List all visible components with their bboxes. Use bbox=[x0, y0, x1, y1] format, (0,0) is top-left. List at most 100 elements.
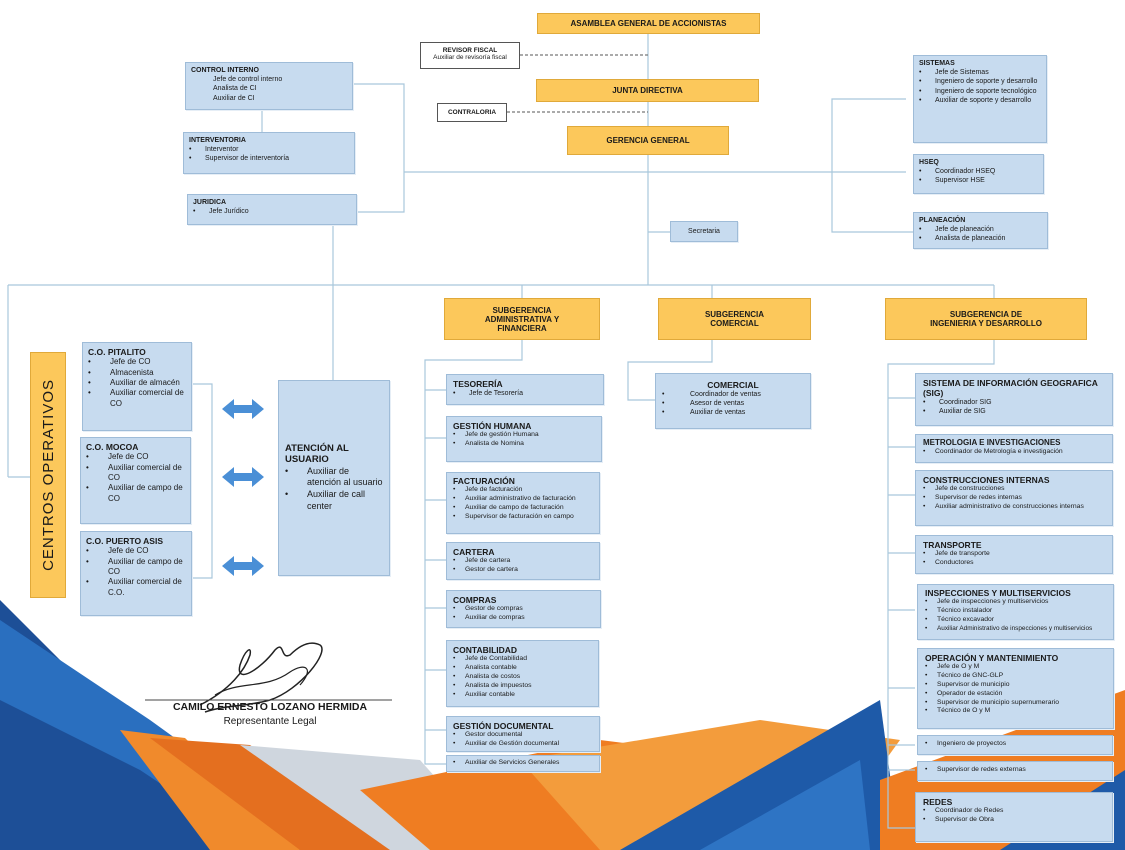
list-item: Interventor bbox=[189, 145, 349, 154]
gestion-documental-items: Gestor documental Auxiliar de Gestión do… bbox=[453, 731, 593, 749]
juridica-box: JURIDICA Jefe Jurídico bbox=[187, 194, 357, 225]
list-item: Jefe de gestión Humana bbox=[453, 431, 595, 440]
list-item: Jefe de Tesorería bbox=[453, 389, 597, 398]
servicios-generales-box: Auxiliar de Servicios Generales bbox=[446, 755, 600, 772]
redes-externas-box: Supervisor de redes externas bbox=[917, 761, 1113, 781]
list-item: Ingeniero de soporte y desarrollo bbox=[919, 77, 1041, 86]
list-item: Gestor documental bbox=[453, 731, 593, 740]
comercial-box: COMERCIAL Coordinador de ventas Asesor d… bbox=[655, 373, 811, 429]
juridica-title: JURIDICA bbox=[193, 199, 227, 206]
list-item: Coordinador de Metrología e investigació… bbox=[923, 448, 1105, 457]
signature-name: CAMILO ERNESTO LOZANO HERMIDA bbox=[172, 701, 368, 713]
atencion-usuario-title: ATENCIÓN AL USUARIO bbox=[285, 443, 349, 466]
list-item: Auxiliar de campo de facturación bbox=[453, 504, 593, 513]
proyectos-items: Ingeniero de proyectos bbox=[925, 740, 1105, 749]
list-item: Auxiliar contable bbox=[453, 691, 592, 700]
list-item: Auxiliar Administrativo de inspecciones … bbox=[925, 625, 1106, 634]
list-item: Auxiliar administrativo de facturación bbox=[453, 495, 593, 504]
gestion-humana-items: Jefe de gestión Humana Analista de Nomin… bbox=[453, 431, 595, 449]
list-item: Auxiliar de atención al usuario bbox=[285, 466, 383, 489]
subgerencia-ingenieria-box: SUBGERENCIA DE INGENIERIA Y DESARROLLO bbox=[885, 298, 1087, 340]
construcciones-box: CONSTRUCCIONES INTERNAS Jefe de construc… bbox=[915, 470, 1113, 526]
list-item: Supervisor de facturación en campo bbox=[453, 513, 593, 522]
sig-items: Coordinador SIG Auxiliar de SIG bbox=[923, 398, 1105, 416]
list-item: Auxiliar de SIG bbox=[923, 407, 1105, 416]
revisor-title: REVISOR FISCAL bbox=[442, 47, 498, 54]
list-item: Auxiliar comercial de C.O. bbox=[86, 577, 186, 598]
list-item: Auxiliar de almacén bbox=[88, 378, 186, 389]
control-interno-title: CONTROL INTERNO bbox=[191, 67, 259, 74]
junta-box: JUNTA DIRECTIVA bbox=[536, 79, 759, 102]
contabilidad-title: CONTABILIDAD bbox=[453, 645, 518, 655]
compras-items: Gestor de compras Auxiliar de compras bbox=[453, 605, 594, 623]
tesoreria-title: TESORERÍA bbox=[453, 379, 503, 389]
list-item: Técnico de GNC-GLP bbox=[925, 672, 1106, 681]
list-item: Jefe de cartera bbox=[453, 557, 593, 566]
list-item: Gestor de compras bbox=[453, 605, 594, 614]
list-item: Ingeniero de proyectos bbox=[925, 740, 1105, 749]
list-item: Supervisor HSE bbox=[919, 176, 1038, 185]
cartera-box: CARTERA Jefe de cartera Gestor de carter… bbox=[446, 542, 600, 580]
subgerencia-comercial-label: SUBGERENCIA COMERCIAL bbox=[704, 310, 765, 328]
planeacion-items: Jefe de planeación Analista de planeació… bbox=[919, 225, 1042, 243]
facturacion-box: FACTURACIÓN Jefe de facturación Auxiliar… bbox=[446, 472, 600, 534]
inspecciones-title: INSPECCIONES Y MULTISERVICIOS bbox=[925, 588, 1071, 598]
co-puerto-asis-items: Jefe de CO Auxiliar de campo de CO Auxil… bbox=[86, 546, 186, 598]
list-item: Analista de costos bbox=[453, 673, 592, 682]
proyectos-box: Ingeniero de proyectos bbox=[917, 735, 1113, 755]
transporte-title: TRANSPORTE bbox=[923, 540, 982, 550]
junta-label: JUNTA DIRECTIVA bbox=[612, 86, 683, 95]
secretaria-box: Secretaria bbox=[670, 221, 738, 242]
list-item: Jefe de inspecciones y multiservicios bbox=[925, 598, 1106, 607]
servicios-generales-items: Auxiliar de Servicios Generales bbox=[453, 759, 593, 768]
list-item: Técnico de O y M bbox=[925, 707, 1106, 716]
asamblea-label: ASAMBLEA GENERAL DE ACCIONISTAS bbox=[570, 19, 727, 28]
co-puerto-asis-box: C.O. PUERTO ASIS Jefe de CO Auxiliar de … bbox=[80, 531, 192, 616]
interventoria-box: INTERVENTORIA Interventor Supervisor de … bbox=[183, 132, 355, 174]
list-item: Auxiliar comercial de CO bbox=[86, 463, 185, 484]
cartera-title: CARTERA bbox=[453, 547, 495, 557]
list-item: Técnico excavador bbox=[925, 616, 1106, 625]
list-item: Jefe de construcciones bbox=[923, 485, 1105, 494]
co-pitalito-title: C.O. PITALITO bbox=[88, 347, 146, 357]
list-item: Jefe de CO bbox=[86, 546, 186, 557]
list-item: Jefe de Sistemas bbox=[919, 68, 1041, 77]
subgerencia-admin-box: SUBGERENCIA ADMINISTRATIVA Y FINANCIERA bbox=[444, 298, 600, 340]
gerencia-label: GERENCIA GENERAL bbox=[606, 136, 690, 145]
list-item: Técnico instalador bbox=[925, 607, 1106, 616]
redes-items: Coordinador de Redes Supervisor de Obra bbox=[923, 807, 1105, 825]
double-arrow-icons bbox=[222, 399, 264, 576]
list-item: Auxiliar de compras bbox=[453, 614, 594, 623]
list-item: Auxiliar de Servicios Generales bbox=[453, 759, 593, 768]
facturacion-title: FACTURACIÓN bbox=[453, 476, 515, 486]
control-interno-box: CONTROL INTERNO Jefe de control interno … bbox=[185, 62, 353, 110]
secretaria-label: Secretaria bbox=[688, 228, 720, 235]
subgerencia-comercial-box: SUBGERENCIA COMERCIAL bbox=[658, 298, 811, 340]
list-item: Analista contable bbox=[453, 664, 592, 673]
contabilidad-items: Jefe de Contabilidad Analista contable A… bbox=[453, 655, 592, 699]
sistemas-title: SISTEMAS bbox=[919, 60, 955, 67]
inspecciones-box: INSPECCIONES Y MULTISERVICIOS Jefe de in… bbox=[917, 584, 1114, 640]
centros-operativos-box: CENTROS OPERATIVOS bbox=[30, 352, 66, 598]
co-pitalito-box: C.O. PITALITO Jefe de CO Almacenista Aux… bbox=[82, 342, 192, 431]
list-item: Supervisor de redes internas bbox=[923, 494, 1105, 503]
construcciones-items: Jefe de construcciones Supervisor de red… bbox=[923, 485, 1105, 511]
list-item: Jefe de planeación bbox=[919, 225, 1042, 234]
list-item: Ingeniero de soporte tecnológico bbox=[919, 87, 1041, 96]
co-mocoa-box: C.O. MOCOA Jefe de CO Auxiliar comercial… bbox=[80, 437, 191, 524]
list-item: Supervisor de interventoría bbox=[189, 154, 349, 163]
list-item: Jefe de facturación bbox=[453, 486, 593, 495]
planeacion-title: PLANEACIÓN bbox=[919, 217, 966, 224]
list-item: Jefe de control interno bbox=[213, 76, 283, 84]
list-item: Jefe Jurídico bbox=[193, 207, 351, 216]
list-item: Supervisor de municipio bbox=[925, 681, 1106, 690]
interventoria-items: Interventor Supervisor de interventoría bbox=[189, 145, 349, 163]
gestion-documental-box: GESTIÓN DOCUMENTAL Gestor documental Aux… bbox=[446, 716, 600, 752]
co-mocoa-title: C.O. MOCOA bbox=[86, 442, 139, 452]
revisor-fiscal-box: REVISOR FISCAL Auxiliar de revisoría fis… bbox=[420, 42, 520, 69]
transporte-box: TRANSPORTE Jefe de transporte Conductore… bbox=[915, 535, 1113, 574]
operacion-box: OPERACIÓN Y MANTENIMIENTO Jefe de O y M … bbox=[917, 648, 1114, 729]
list-item: Conductores bbox=[923, 559, 1105, 568]
list-item: Almacenista bbox=[88, 368, 186, 379]
